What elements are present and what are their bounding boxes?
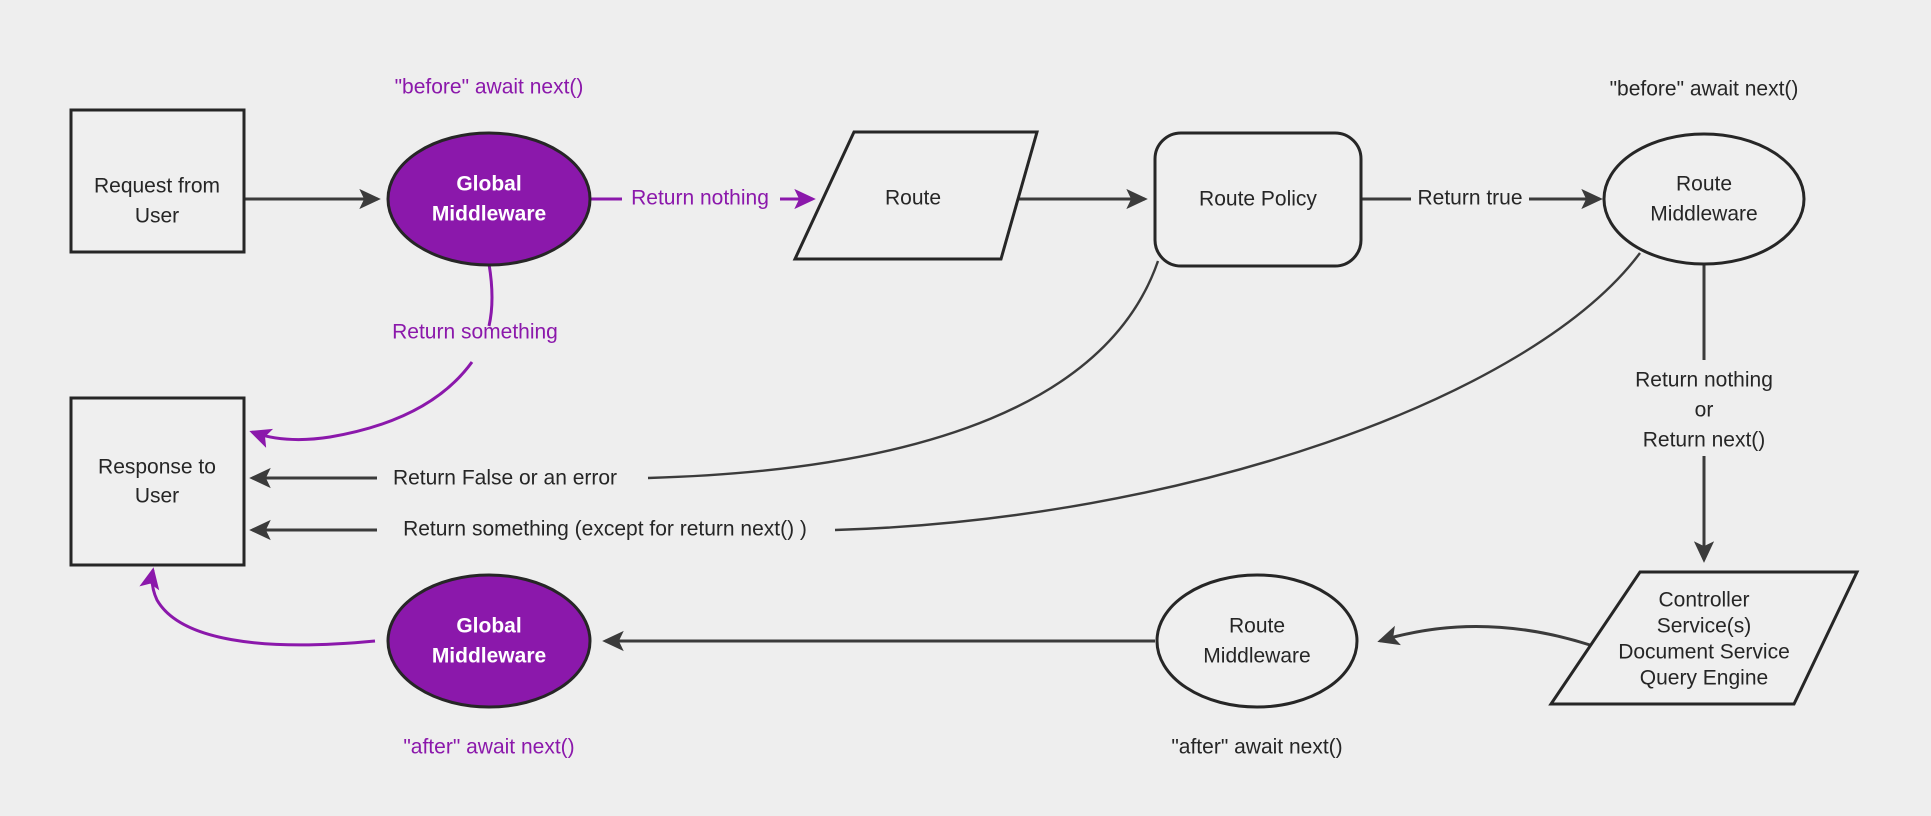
edge-label-return-true: Return true <box>1417 187 1522 210</box>
node-route[interactable]: Route <box>792 130 1039 261</box>
node-global-middleware-bottom[interactable]: Global Middleware <box>386 573 592 709</box>
route-label: Route <box>885 187 941 210</box>
edge-global-middleware-return-something-upper <box>487 263 494 327</box>
edge-route-policy-to-return-false-curve <box>647 260 1160 480</box>
global-middleware-top-label-line2: Middleware <box>432 203 546 226</box>
controller-label-line1: Controller <box>1658 589 1749 612</box>
global-middleware-bottom-ellipse <box>386 573 592 709</box>
route-middleware-bottom-label-line2: Middleware <box>1203 645 1310 668</box>
node-route-middleware-bottom[interactable]: Route Middleware <box>1155 573 1359 709</box>
node-route-middleware-top[interactable]: Route Middleware <box>1602 132 1806 266</box>
node-controller-services[interactable]: Controller Service(s) Document Service Q… <box>1548 570 1860 706</box>
response-box <box>69 396 246 567</box>
edge-label-return-nothing: Return nothing <box>631 187 769 210</box>
edge-label-return-nothing-or-next-3: Return next() <box>1643 429 1766 452</box>
node-response-to-user[interactable]: Response to User <box>69 396 246 567</box>
edge-label-return-false-or-error: Return False or an error <box>393 467 617 490</box>
route-middleware-top-label-line2: Middleware <box>1650 203 1757 226</box>
route-middleware-top-label-line1: Route <box>1676 173 1732 196</box>
edge-controller-to-route-middleware-bottom <box>1377 624 1591 647</box>
request-label-line1: Request from <box>94 175 220 198</box>
response-label-line2: User <box>135 485 179 508</box>
node-route-policy[interactable]: Route Policy <box>1153 131 1363 268</box>
annotation-before-await-next-route: "before" await next() <box>1610 78 1799 101</box>
global-middleware-top-label-line1: Global <box>456 173 521 196</box>
global-middleware-bottom-label-line2: Middleware <box>432 645 546 668</box>
route-middleware-bottom-ellipse <box>1155 573 1359 709</box>
request-box <box>69 108 246 254</box>
edge-global-middleware-bottom-to-response <box>139 567 376 647</box>
route-middleware-top-ellipse <box>1602 132 1806 266</box>
controller-parallelogram <box>1548 570 1860 706</box>
route-policy-label: Route Policy <box>1199 188 1317 211</box>
route-middleware-bottom-label-line1: Route <box>1229 615 1285 638</box>
global-middleware-top-ellipse <box>386 131 592 267</box>
edge-return-something-to-response <box>249 361 474 448</box>
annotation-after-await-next-route: "after" await next() <box>1171 736 1342 759</box>
route-policy-box <box>1153 131 1363 268</box>
response-label-line1: Response to <box>98 456 216 479</box>
edge-label-return-nothing-or-next-2: or <box>1695 399 1714 422</box>
edge-label-return-nothing-or-next-1: Return nothing <box>1635 369 1773 392</box>
edge-label-return-something-except: Return something (except for return next… <box>403 518 807 541</box>
annotation-before-await-next-global: "before" await next() <box>395 76 584 99</box>
node-request-from-user[interactable]: Request from User <box>69 108 246 254</box>
controller-label-line3: Document Service <box>1618 641 1790 664</box>
route-parallelogram <box>792 130 1039 261</box>
global-middleware-bottom-label-line1: Global <box>456 615 521 638</box>
node-global-middleware-top[interactable]: Global Middleware <box>386 131 592 267</box>
controller-label-line2: Service(s) <box>1657 615 1752 638</box>
request-label-line2: User <box>135 205 179 228</box>
controller-label-line4: Query Engine <box>1640 667 1768 690</box>
annotation-after-await-next-global: "after" await next() <box>403 736 574 759</box>
edge-label-return-something: Return something <box>392 321 558 344</box>
edge-route-middleware-to-return-something-except-curve <box>834 252 1641 532</box>
